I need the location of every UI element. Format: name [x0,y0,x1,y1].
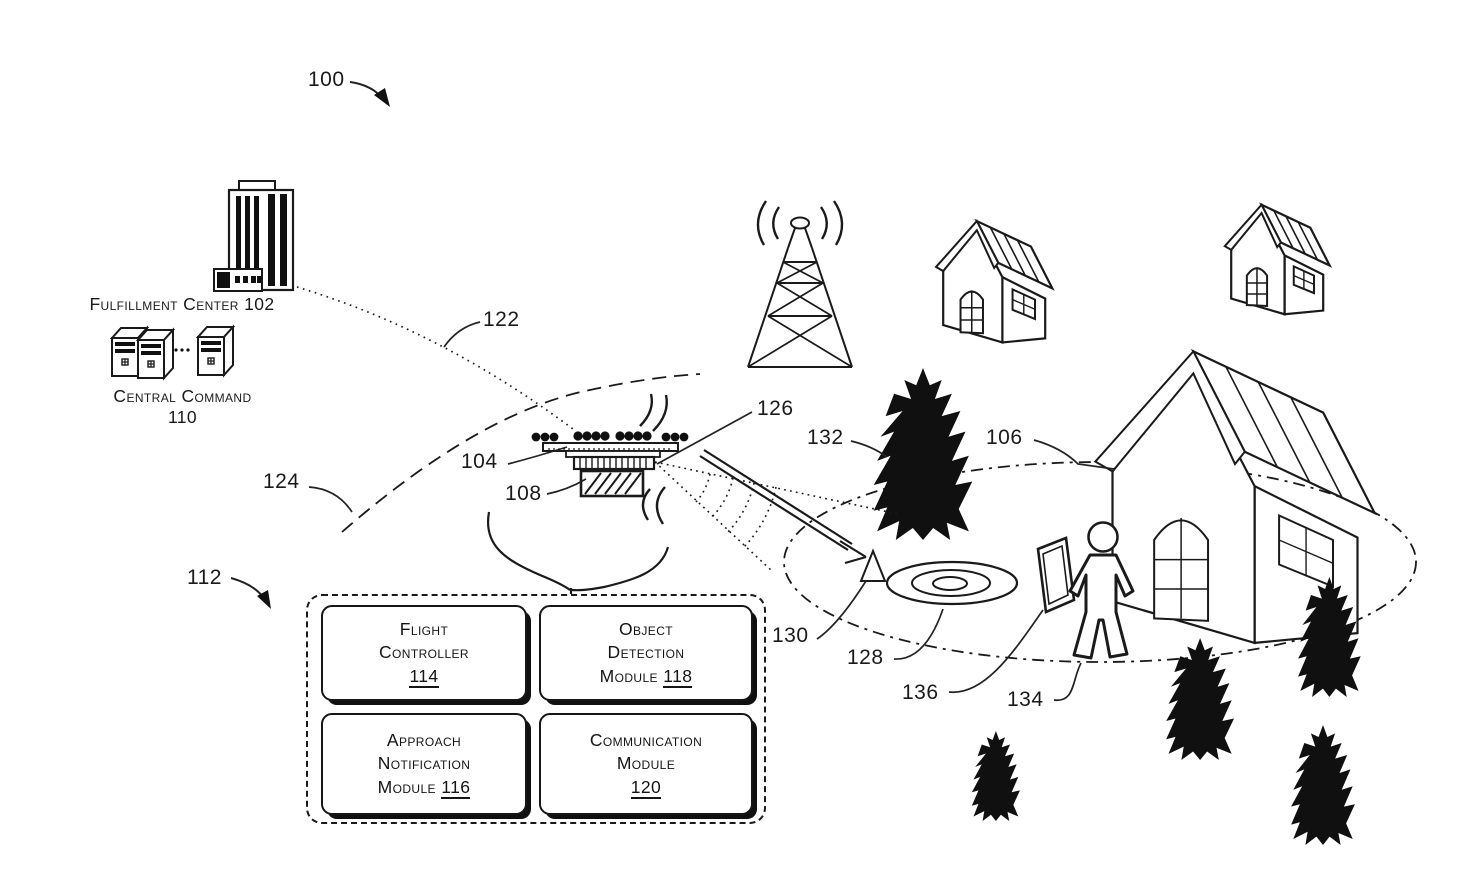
module-line: Approach [386,729,462,750]
ref-label-108: 108 [505,482,542,505]
ref-label-124: 124 [263,470,300,493]
signal-waves-icon [756,200,844,246]
sensor-cone [654,461,899,572]
server-towers-icon [111,326,234,379]
ref-label-112: 112 [187,566,222,589]
ref-label-100: 100 [308,68,345,91]
signal-waves-icon [639,393,668,525]
figure-ref-arrow [230,81,390,609]
fulfillment-center-caption: Fulfillment Center 102 [52,294,312,315]
module-number-line: 114 [409,665,439,688]
object-detection-box: Object Detection Module 118 [539,605,753,701]
module-line: Notification [377,753,471,774]
module-line: Communication [589,729,703,750]
central-command-caption-text: Central Command [113,386,252,406]
modules-container: Flight Controller 114 Object Detection M… [306,594,766,824]
central-command-number: 110 [167,407,198,427]
person-icon [1068,521,1135,660]
module-number-line: Module 118 [599,665,693,688]
central-command-caption: Central Command 110 [80,386,285,428]
ref-label-106: 106 [986,426,1023,449]
drone-icon [531,393,689,525]
tablet-icon [1036,536,1076,614]
office-building-icon [213,180,295,292]
fulfillment-center-caption-text: Fulfillment Center [89,294,239,314]
module-number-line: 120 [630,776,662,799]
module-line: Object [618,618,674,639]
modules-brace [486,511,670,594]
ref-label-134: 134 [1007,688,1044,711]
module-line: Controller [379,642,469,663]
module-line: Module [616,753,676,774]
leader-lines [308,321,1115,701]
delivery-arrow-icon [699,449,867,565]
ref-label-130: 130 [772,624,809,647]
ref-label-126: 126 [757,397,794,420]
flight-controller-box: Flight Controller 114 [321,605,527,701]
ref-label-122: 122 [483,308,520,331]
radio-tower-icon [747,200,853,368]
module-line: Detection [607,642,685,663]
module-line: Flight [399,618,449,639]
ref-label-104: 104 [461,450,498,473]
fulfillment-center-number: 102 [244,294,275,314]
package-icon [579,469,645,498]
ref-label-132: 132 [807,426,844,449]
module-number-line: Module 116 [377,776,471,799]
landing-pad-icon [885,560,1019,606]
approach-notification-box: Approach Notification Module 116 [321,713,527,815]
house-icon [934,203,1331,344]
flight-path-arc [341,373,701,533]
ref-label-128: 128 [847,646,884,669]
cone-marker-icon [859,548,887,582]
communication-box: Communication Module 120 [539,713,753,815]
ref-label-136: 136 [902,681,939,704]
